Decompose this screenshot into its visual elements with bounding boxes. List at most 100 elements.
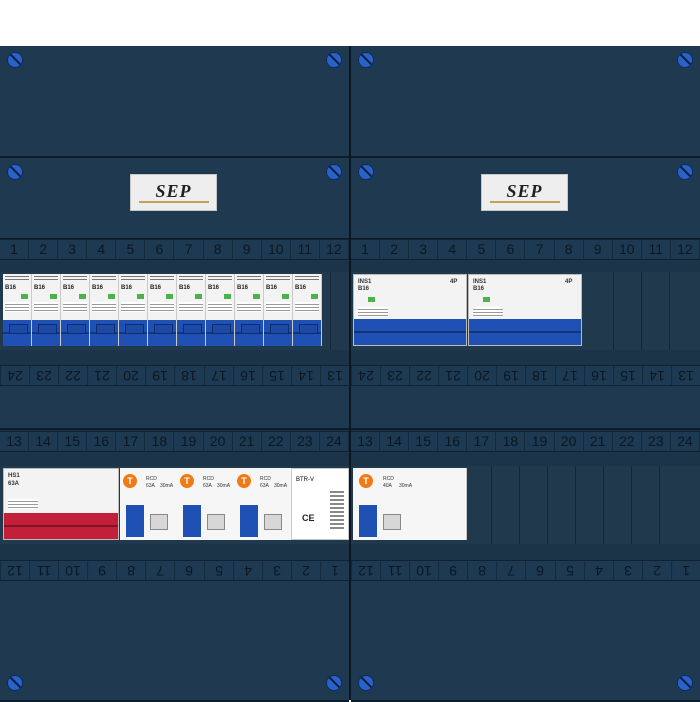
circuit-number: 4 bbox=[583, 561, 613, 580]
circuit-number: 10 bbox=[58, 561, 88, 580]
circuit-number: 22 bbox=[262, 432, 291, 451]
rcd[interactable]: T RCD 40A 30mA bbox=[353, 468, 467, 540]
circuit-number: 8 bbox=[204, 240, 233, 259]
circuit-number: 6 bbox=[145, 240, 175, 259]
screw-icon bbox=[358, 52, 374, 68]
rcbo-group[interactable]: INS1 B16 4P bbox=[353, 274, 467, 346]
circuit-number: 4 bbox=[232, 561, 262, 580]
circuit-breaker[interactable]: B16 bbox=[148, 274, 177, 346]
circuit-number: 8 bbox=[467, 561, 497, 580]
screw-icon bbox=[7, 164, 23, 180]
test-button-icon[interactable]: T bbox=[359, 474, 373, 488]
rcbo-lever[interactable] bbox=[469, 319, 581, 345]
circuit-number: 16 bbox=[87, 432, 117, 451]
circuit-number: 19 bbox=[496, 366, 526, 385]
circuit-number: 9 bbox=[233, 240, 262, 259]
circuit-number: 21 bbox=[233, 432, 262, 451]
screw-icon bbox=[7, 52, 23, 68]
circuit-number: 20 bbox=[204, 432, 233, 451]
circuit-number: 7 bbox=[496, 561, 526, 580]
circuit-number: 5 bbox=[467, 240, 497, 259]
circuit-number: 16 bbox=[583, 366, 613, 385]
circuit-number: 11 bbox=[29, 561, 59, 580]
top-din-rail: INS1 B16 4P INS1 B16 4P bbox=[351, 272, 700, 350]
screw-icon bbox=[326, 675, 342, 691]
circuit-number: 22 bbox=[409, 366, 439, 385]
main-switch-rating: 63A bbox=[8, 481, 20, 487]
main-switch[interactable]: HS1 63A bbox=[3, 468, 119, 540]
circuit-number: 15 bbox=[261, 366, 291, 385]
circuit-breaker[interactable]: B16 bbox=[177, 274, 206, 346]
sep-logo: SEP bbox=[481, 174, 568, 211]
circuit-breaker[interactable]: B16 bbox=[90, 274, 119, 346]
right-panel: SEP 1 2 3 4 5 6 7 8 9 10 11 12 INS1 B16 … bbox=[351, 46, 700, 702]
circuit-number: 5 bbox=[203, 561, 233, 580]
circuit-number: 1 bbox=[351, 240, 381, 259]
circuit-number: 1 bbox=[670, 561, 700, 580]
circuit-number: 15 bbox=[612, 366, 642, 385]
rcd-lever[interactable] bbox=[359, 505, 377, 537]
rcd[interactable]: T RCD 63A 30mA bbox=[177, 468, 235, 540]
circuit-number: 9 bbox=[438, 561, 468, 580]
circuit-number: 9 bbox=[584, 240, 613, 259]
rcbo-group[interactable]: INS1 B16 4P bbox=[468, 274, 582, 346]
circuit-number: 2 bbox=[380, 240, 410, 259]
circuit-number: 9 bbox=[87, 561, 117, 580]
circuit-number: 12 bbox=[351, 561, 381, 580]
rcd-lever[interactable] bbox=[183, 505, 201, 537]
screw-icon bbox=[677, 675, 693, 691]
rcd-lever[interactable] bbox=[126, 505, 144, 537]
rcd-indicator bbox=[264, 514, 282, 530]
test-button-icon[interactable]: T bbox=[237, 474, 251, 488]
circuit-number: 15 bbox=[409, 432, 439, 451]
ce-mark: CE bbox=[302, 513, 315, 523]
rcd[interactable]: T RCD 63A 30mA bbox=[120, 468, 178, 540]
circuit-number: 14 bbox=[290, 366, 320, 385]
circuit-number: 10 bbox=[409, 561, 439, 580]
circuit-breaker[interactable]: B16 bbox=[293, 274, 322, 346]
circuit-number: 12 bbox=[320, 240, 349, 259]
circuit-number: 1 bbox=[319, 561, 349, 580]
circuit-breaker[interactable]: B16 bbox=[3, 274, 32, 346]
panel-divider bbox=[349, 46, 351, 700]
circuit-number-strip-bottom: 12 11 10 9 8 7 6 5 4 3 2 1 bbox=[351, 560, 700, 581]
rcbo-lever[interactable] bbox=[354, 319, 466, 345]
circuit-breaker[interactable]: B16 bbox=[206, 274, 235, 346]
screw-icon bbox=[358, 675, 374, 691]
screw-icon bbox=[358, 164, 374, 180]
circuit-breaker[interactable]: B16 bbox=[32, 274, 61, 346]
circuit-breaker[interactable]: B16 bbox=[235, 274, 264, 346]
circuit-number: 11 bbox=[380, 561, 410, 580]
circuit-number: 13 bbox=[670, 366, 700, 385]
circuit-number: 19 bbox=[145, 366, 175, 385]
rcbo-rating: B16 bbox=[473, 286, 485, 292]
main-switch-lever[interactable] bbox=[4, 513, 118, 539]
main-switch-label: HS1 bbox=[8, 473, 20, 479]
circuit-number: 22 bbox=[58, 366, 88, 385]
circuit-number: 14 bbox=[29, 432, 59, 451]
test-button-icon[interactable]: T bbox=[123, 474, 137, 488]
rcd-lever[interactable] bbox=[240, 505, 258, 537]
circuit-number: 17 bbox=[116, 432, 146, 451]
circuit-number: 10 bbox=[262, 240, 291, 259]
circuit-number: 24 bbox=[351, 366, 381, 385]
logo-cover: SEP bbox=[0, 158, 349, 240]
circuit-number: 23 bbox=[29, 366, 59, 385]
circuit-number: 6 bbox=[496, 240, 526, 259]
circuit-number: 10 bbox=[613, 240, 642, 259]
test-button-icon[interactable]: T bbox=[180, 474, 194, 488]
circuit-number: 4 bbox=[87, 240, 117, 259]
circuit-number: 3 bbox=[58, 240, 88, 259]
circuit-number: 22 bbox=[613, 432, 642, 451]
circuit-breaker[interactable]: B16 bbox=[264, 274, 293, 346]
circuit-breaker[interactable]: B16 bbox=[61, 274, 90, 346]
rcd[interactable]: T RCD 63A 30mA bbox=[234, 468, 292, 540]
circuit-number: 24 bbox=[671, 432, 700, 451]
circuit-number: 20 bbox=[555, 432, 584, 451]
circuit-number: 23 bbox=[380, 366, 410, 385]
circuit-number: 21 bbox=[584, 432, 613, 451]
circuit-number: 11 bbox=[642, 240, 671, 259]
circuit-number: 6 bbox=[174, 561, 204, 580]
circuit-breaker[interactable]: B16 bbox=[119, 274, 148, 346]
rcd-indicator bbox=[383, 514, 401, 530]
